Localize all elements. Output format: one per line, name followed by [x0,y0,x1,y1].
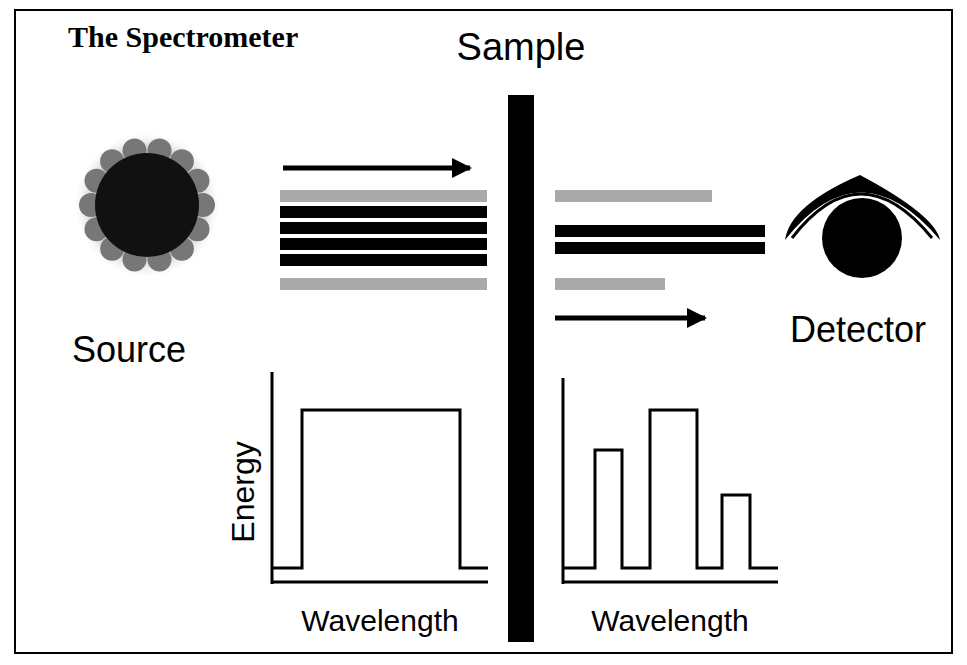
axis-label: Wavelength [591,606,748,636]
transmitted-light-bands [555,190,765,290]
source-spectrum-chart [272,372,488,584]
transmitted-spectrum-chart [563,378,778,584]
source-label: Source [72,332,186,368]
frame [15,10,952,653]
eye-detector [785,175,940,278]
axis-label: Energy [227,441,259,542]
light-arrow [555,316,705,321]
sample-slab [508,95,534,642]
sample-label: Sample [457,28,586,66]
light-arrow [283,166,470,171]
light-source [75,133,219,277]
detector-label: Detector [790,312,926,348]
diagram-title: The Spectrometer [68,22,298,52]
incoming-light-bands [280,190,487,290]
axis-label: Wavelength [301,606,458,636]
